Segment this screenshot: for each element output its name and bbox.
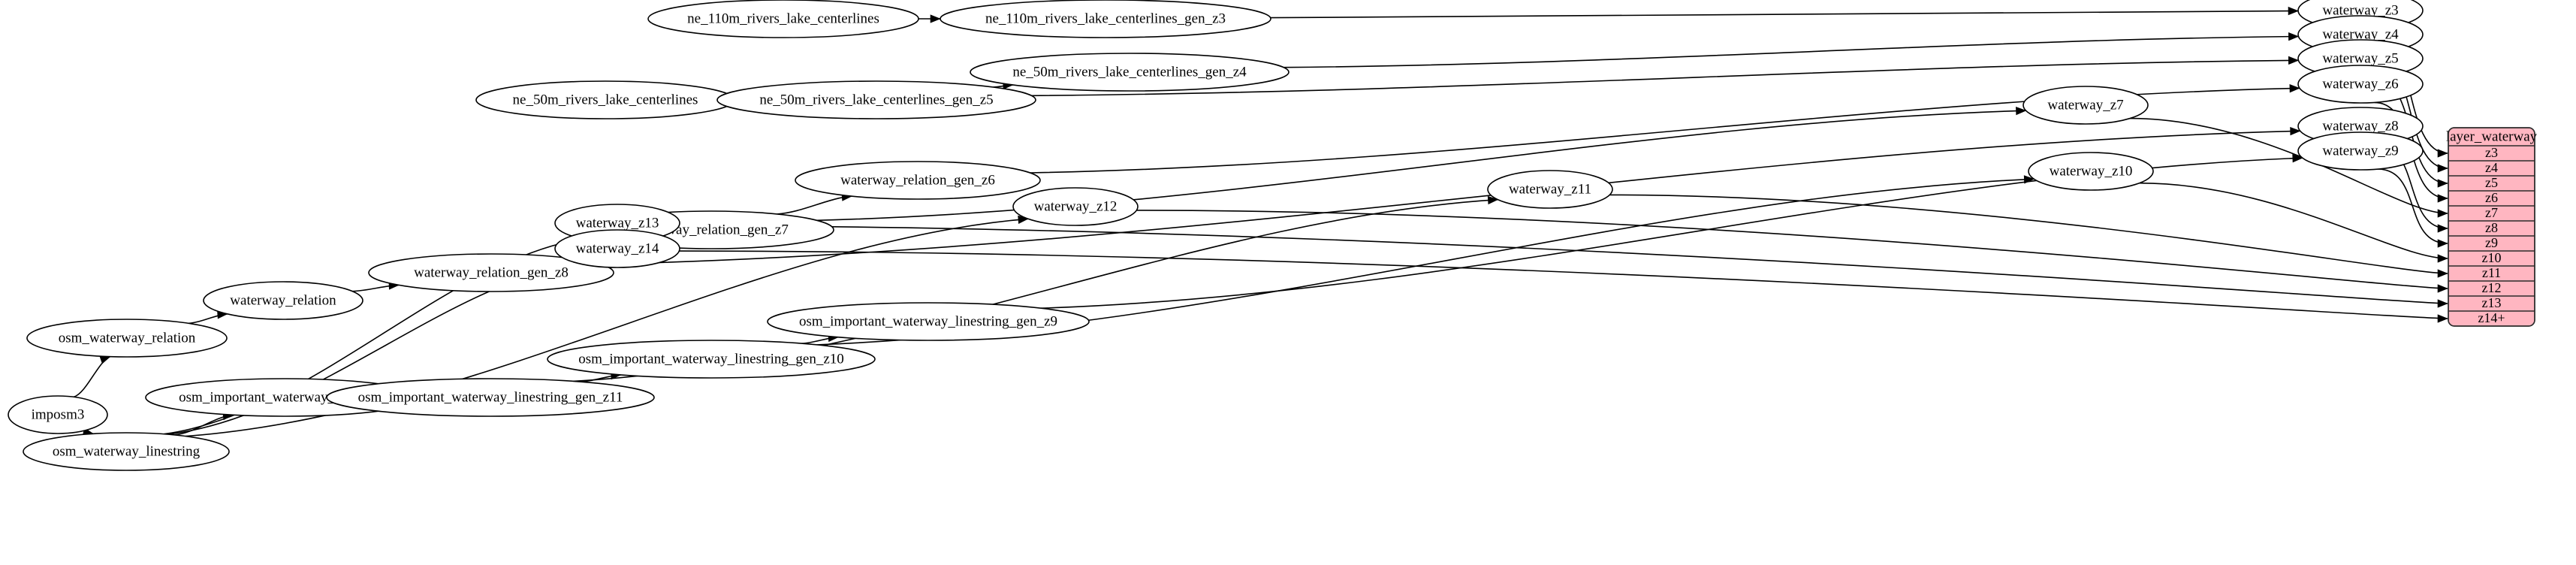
edge-ne-50m-rivers-lake-centerlines-gen-z5-to-waterway-z5 [1031,59,2299,97]
node-waterway-z6[interactable]: waterway_z6 [2297,65,2424,104]
node-shape [1012,187,1139,226]
node-ne-50m-rivers-lake-centerlines[interactable]: ne_50m_rivers_lake_centerlines [475,80,735,119]
edge-arrowhead [2288,6,2299,16]
node-shape [2022,86,2149,125]
node-shape [647,0,919,38]
edge-arrowhead [99,355,111,364]
edge-arrowhead [2437,269,2448,278]
node-ne-50m-rivers-lake-centerlines-gen-z4[interactable]: ne_50m_rivers_lake_centerlines_gen_z4 [970,53,1290,92]
edge-arrowhead [2292,154,2303,163]
node-shape [2028,152,2154,191]
edge-arrowhead [2288,56,2300,65]
node-waterway-z11[interactable]: waterway_z11 [1487,170,1613,209]
node-shape [475,80,735,119]
node-shape [368,253,614,292]
node-waterway-z7[interactable]: waterway_z7 [2022,86,2149,125]
edge-imposm3-to-osm-waterway-relation [73,355,111,398]
edge-waterway-z9-to-layer-waterway-z9 [2377,168,2448,244]
node-waterway-relation-gen-z6[interactable]: waterway_relation_gen_z6 [795,161,1041,200]
node-imposm3[interactable]: imposm3 [8,395,108,434]
node-ne-110m-rivers-lake-centerlines-gen-z3[interactable]: ne_110m_rivers_lake_centerlines_gen_z3 [940,0,1271,38]
edge-waterway-z13-to-layer-waterway-z13 [679,225,2448,304]
node-shape [8,395,108,434]
edge-waterway-z10-to-layer-waterway-z10 [2139,182,2448,259]
node-shape [203,281,363,320]
edge-arrowhead [2290,126,2301,136]
edge-waterway-z14-to-layer-waterway-z14- [679,250,2448,319]
edge-osm-waterway-linestring-to-waterway-z12 [186,218,1029,437]
node-osm-waterway-linestring[interactable]: osm_waterway_linestring [23,432,230,471]
edge-waterway-z11-to-layer-waterway-z11 [1609,194,2448,274]
edge-arrowhead [2437,239,2448,248]
node-osm-important-waterway-linestring-gen-z10[interactable]: osm_important_waterway_linestring_gen_z1… [547,340,876,379]
edge-arrowhead [2437,179,2448,188]
edge-arrowhead [2437,194,2448,203]
edge-ne-50m-rivers-lake-centerlines-gen-z4-to-waterway-z4 [1283,35,2299,68]
edge-arrowhead [2289,84,2300,93]
edge-waterway-z12-to-layer-waterway-z12 [1136,210,2448,289]
node-shape [2297,65,2424,104]
node-shape [970,53,1290,92]
node-ne-110m-rivers-lake-centerlines[interactable]: ne_110m_rivers_lake_centerlines [647,0,919,38]
node-shape [2297,131,2424,171]
edge-arrowhead [2437,254,2448,263]
edge-arrowhead [2437,224,2448,233]
node-waterway-z9[interactable]: waterway_z9 [2297,131,2424,171]
edge-arrowhead [2437,284,2448,293]
node-waterway-z10[interactable]: waterway_z10 [2028,152,2154,191]
node-osm-waterway-relation[interactable]: osm_waterway_relation [26,319,228,358]
edge-arrowhead [2288,32,2300,41]
node-shape [940,0,1271,38]
edge-arrowhead [930,14,941,23]
edge-arrowhead [2437,299,2448,308]
node-shape [326,378,655,417]
node-shape [795,161,1041,200]
edge-arrowhead [2437,209,2448,218]
node-shape [547,340,876,379]
node-ne-50m-rivers-lake-centerlines-gen-z5[interactable]: ne_50m_rivers_lake_centerlines_gen_z5 [716,80,1036,119]
node-waterway-z14[interactable]: waterway_z14 [554,229,680,268]
node-shape [554,229,680,268]
node-osm-important-waterway-linestring-gen-z9[interactable]: osm_important_waterway_linestring_gen_z9 [767,302,1090,341]
edge-waterway-relation-gen-z7-to-waterway-relation-gen-z6 [777,195,852,215]
node-waterway-z12[interactable]: waterway_z12 [1012,187,1139,226]
node-shape [767,302,1090,341]
node-osm-important-waterway-linestring-gen-z11[interactable]: osm_important_waterway_linestring_gen_z1… [326,378,655,417]
edge-arrowhead [2437,149,2448,158]
node-shape [23,432,230,471]
edge-arrowhead [2437,164,2448,173]
node-waterway-relation[interactable]: waterway_relation [203,281,363,320]
edge-arrowhead [2016,106,2027,116]
node-shape [716,80,1036,119]
edge-ne-110m-rivers-lake-centerlines-gen-z3-to-waterway-z3 [1270,10,2299,19]
layer-waterway-table[interactable]: layer_waterwayz3z4z5z6z7z8z9z10z11z12z13… [2446,127,2538,327]
edge-arrowhead [2437,314,2448,323]
layer-waterway-table-frame [2448,127,2535,327]
edge-waterway-relation-gen-z7-to-waterway-z7 [816,110,2026,222]
node-shape [26,319,228,358]
edge-arrowhead [1487,195,1499,205]
node-shape [1487,170,1613,209]
